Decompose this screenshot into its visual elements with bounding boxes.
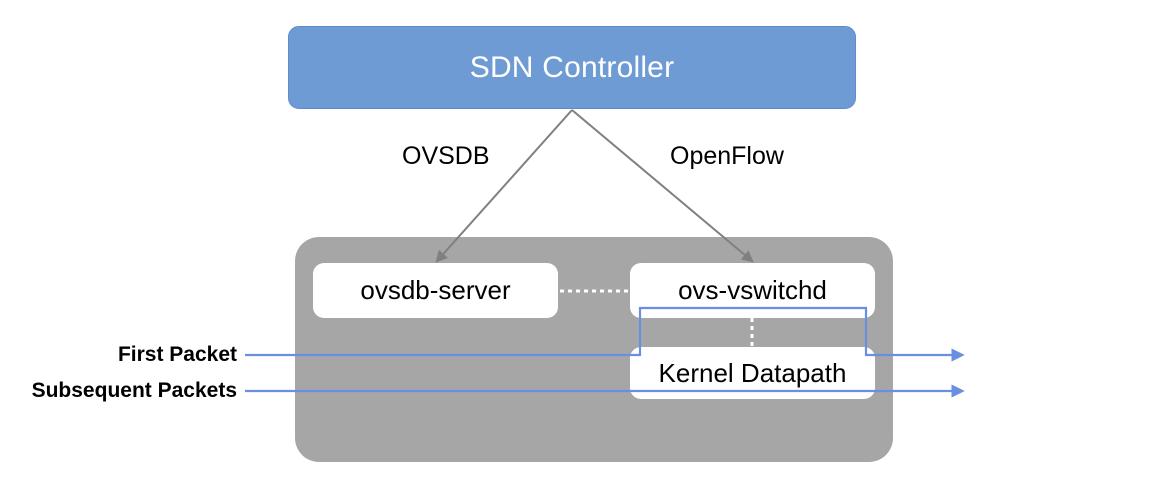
openflow-protocol-label: OpenFlow bbox=[670, 142, 784, 170]
ovs-vswitchd-label: ovs-vswitchd bbox=[678, 275, 827, 305]
kernel-datapath-label: Kernel Datapath bbox=[658, 357, 847, 388]
sdn-controller-box[interactable]: SDN Controller bbox=[288, 26, 856, 109]
sdn-controller-label: SDN Controller bbox=[469, 50, 675, 84]
first-packet-label: First Packet bbox=[117, 343, 237, 366]
ovs-vswitchd-box[interactable]: ovs-vswitchd bbox=[630, 263, 875, 318]
ovsdb-server-box[interactable]: ovsdb-server bbox=[313, 263, 558, 318]
kernel-datapath-box[interactable]: Kernel Datapath bbox=[630, 347, 875, 399]
ovsdb-server-label: ovsdb-server bbox=[360, 275, 511, 305]
ovsdb-protocol-label: OVSDB bbox=[402, 142, 490, 170]
subsequent-packets-label: Subsequent Packets bbox=[31, 379, 237, 402]
